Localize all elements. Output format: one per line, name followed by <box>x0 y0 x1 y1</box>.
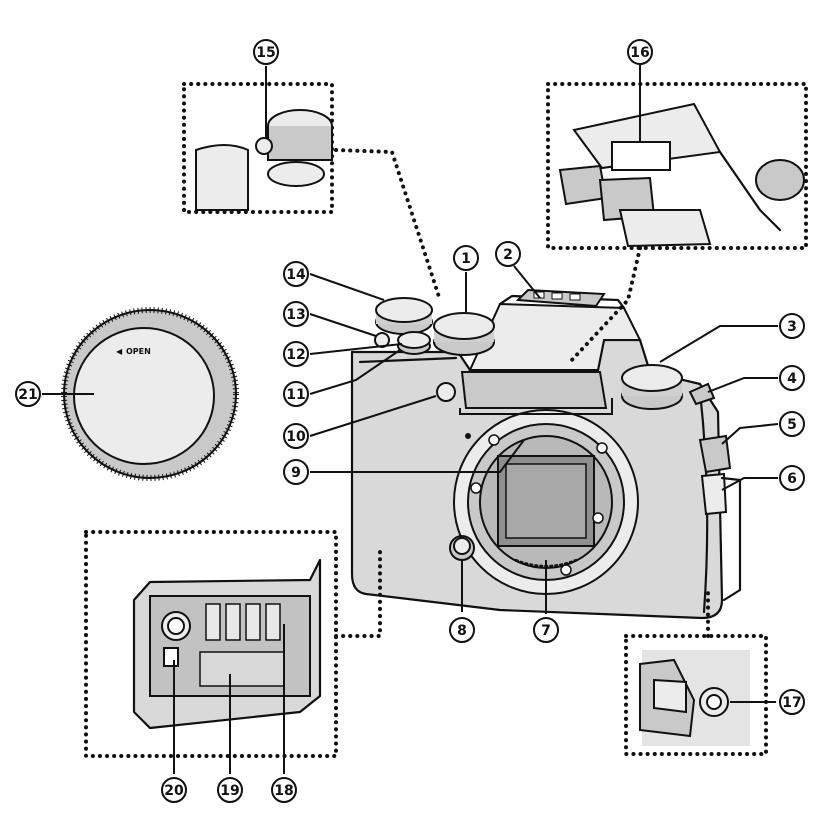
callout-circle <box>779 313 805 339</box>
callout-6: 6 <box>779 465 805 491</box>
callout-circle <box>253 39 279 65</box>
callout-12: 12 <box>283 341 309 367</box>
callout-circle <box>453 245 479 271</box>
leader-lines <box>42 64 779 774</box>
callout-14: 14 <box>283 261 309 287</box>
callout-5: 5 <box>779 411 805 437</box>
callout-number: 19 <box>220 783 239 799</box>
left-top-dial <box>375 297 433 335</box>
callout-number: 16 <box>630 45 649 61</box>
callout-circle <box>283 341 309 367</box>
callout-number: 21 <box>18 387 37 403</box>
inset-pop-up-flash <box>546 82 808 250</box>
callout-number: 5 <box>787 417 797 433</box>
rear-dial-button <box>688 382 716 406</box>
lens-release-button <box>449 535 475 561</box>
callout-15: 15 <box>253 39 279 65</box>
callout-1: 1 <box>453 245 479 271</box>
callout-circle <box>283 423 309 449</box>
callout-circle <box>217 777 243 803</box>
callout-number: 17 <box>782 695 801 711</box>
callout-circle <box>779 689 805 715</box>
callout-circle <box>283 261 309 287</box>
body-cap-arrow: ◀ <box>116 347 123 356</box>
callout-circle <box>283 301 309 327</box>
callout-21: 21 <box>15 381 41 407</box>
callout-number: 7 <box>541 623 551 639</box>
callout-number: 9 <box>291 465 301 481</box>
callout-circle <box>283 381 309 407</box>
callout-11: 11 <box>283 381 309 407</box>
callout-4: 4 <box>779 365 805 391</box>
hot-shoe <box>515 288 606 308</box>
callout-8: 8 <box>449 617 475 643</box>
inset-remote-terminal <box>624 634 768 756</box>
callout-circle <box>779 465 805 491</box>
callout-circle <box>271 777 297 803</box>
callout-number: 15 <box>256 45 275 61</box>
callout-number: 3 <box>787 319 797 335</box>
callout-circle <box>779 411 805 437</box>
callout-number: 6 <box>787 471 797 487</box>
callout-circle <box>495 241 521 267</box>
callout-circle <box>161 777 187 803</box>
right-top-dial <box>621 364 683 410</box>
callout-circle <box>449 617 475 643</box>
small-dial <box>397 331 431 355</box>
callout-17: 17 <box>779 689 805 715</box>
callout-number: 14 <box>286 267 306 283</box>
callout-number: 20 <box>164 783 184 799</box>
callout-3: 3 <box>779 313 805 339</box>
callout-10: 10 <box>283 423 309 449</box>
callout-circle <box>627 39 653 65</box>
inset-battery-chamber <box>84 530 338 758</box>
callout-number: 4 <box>787 371 797 387</box>
callout-number: 11 <box>286 387 305 403</box>
mount-index-dot <box>465 433 471 439</box>
callout-18: 18 <box>271 777 297 803</box>
callout-circle <box>779 365 805 391</box>
callout-number: 2 <box>503 247 513 263</box>
callout-circle <box>533 617 559 643</box>
body-cap-text: OPEN <box>126 347 151 356</box>
viewfinder-hump <box>460 294 642 409</box>
body-cap: ◀ OPEN <box>61 307 239 481</box>
callout-9: 9 <box>283 459 309 485</box>
callout-circle <box>15 381 41 407</box>
callout-number: 8 <box>457 623 467 639</box>
inset-top-buttons <box>182 82 334 214</box>
callout-20: 20 <box>161 777 187 803</box>
callout-number: 13 <box>286 307 305 323</box>
callout-16: 16 <box>627 39 653 65</box>
callout-circle <box>283 459 309 485</box>
callout-number: 10 <box>286 429 306 445</box>
callout-number: 18 <box>274 783 293 799</box>
callout-13: 13 <box>283 301 309 327</box>
callout-7: 7 <box>533 617 559 643</box>
callout-2: 2 <box>495 241 521 267</box>
af-assist-lamp <box>436 382 456 402</box>
callout-number: 1 <box>461 251 471 267</box>
inset-connectors <box>334 148 710 638</box>
center-top-dial <box>433 312 495 356</box>
callout-19: 19 <box>217 777 243 803</box>
callout-number: 12 <box>286 347 305 363</box>
